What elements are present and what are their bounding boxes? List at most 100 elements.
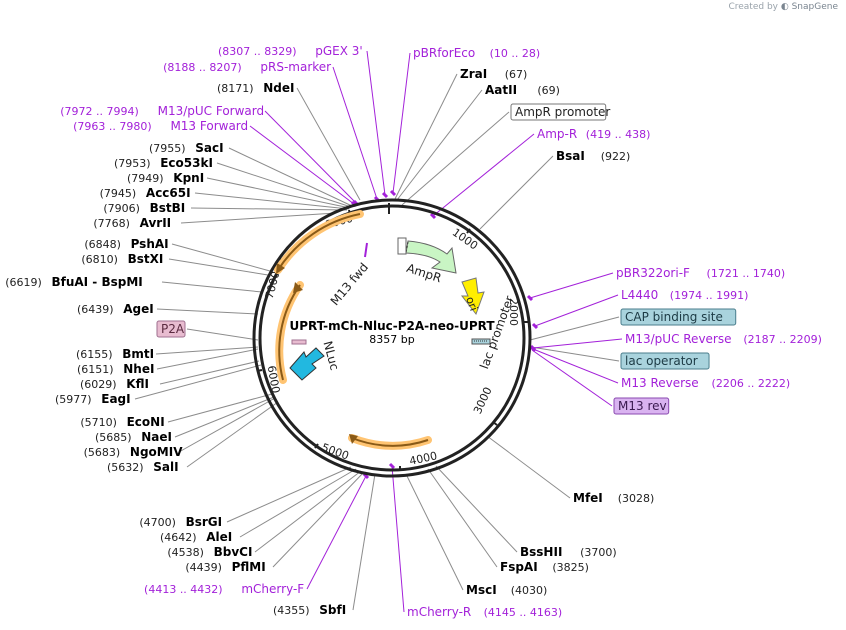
- label-name: BmtI: [122, 347, 154, 361]
- label-mcherry-r[interactable]: (4145 .. 4163)mCherry-R: [407, 605, 562, 619]
- label-position: (3700): [580, 546, 617, 559]
- leader-line: [366, 50, 386, 196]
- label-name: Eco53kI: [160, 156, 213, 170]
- label-avrii[interactable]: (7768) AvrII: [93, 216, 171, 230]
- label-prs[interactable]: (8188 .. 8207)pRS-marker: [163, 60, 331, 74]
- label-aatii[interactable]: (69)AatII: [485, 83, 560, 97]
- label-econi[interactable]: (5710)EcoNI: [80, 415, 164, 429]
- label-eagi[interactable]: (5977)EagI: [55, 392, 131, 406]
- plasmid-size: 8357 bp: [369, 333, 414, 346]
- label-name: pBR322ori-F: [616, 266, 690, 280]
- label-pgex3[interactable]: (8307 .. 8329)pGEX 3': [218, 44, 363, 58]
- leader-line: [532, 348, 619, 384]
- label-cap[interactable]: CAP binding site: [620, 308, 737, 326]
- label-ndei[interactable]: (8171)NdeI: [217, 81, 295, 95]
- label-sali[interactable]: (5632)SalI: [107, 460, 179, 474]
- label-bbvci[interactable]: (4538)BbvCI: [167, 545, 252, 559]
- leader-line: [479, 155, 554, 230]
- label-name: BsrGI: [186, 515, 223, 529]
- leader-line: [486, 435, 571, 499]
- leader-line: [264, 110, 357, 204]
- label-mfei[interactable]: (3028)MfeI: [573, 491, 654, 505]
- label-ngomiv[interactable]: (5683)NgoMIV: [84, 445, 184, 459]
- label-kfli[interactable]: (6029)KflI: [80, 377, 149, 391]
- label-name: FspAI: [500, 560, 538, 574]
- label-position: (6810): [81, 253, 118, 266]
- leader-line: [427, 468, 498, 568]
- label-pbrforeco[interactable]: (10 .. 28)pBRforEco: [413, 46, 540, 60]
- label-name: pGEX 3': [315, 44, 362, 58]
- primer-site-mark: [429, 212, 437, 220]
- leader-line: [352, 473, 376, 611]
- label-nhei[interactable]: (6151)NheI: [77, 362, 154, 376]
- label-p2a[interactable]: P2A: [156, 320, 186, 338]
- label-pflmi[interactable]: (4439)PflMI: [185, 560, 265, 574]
- label-position: (7953): [114, 157, 151, 170]
- label-fspai[interactable]: (3825)FspAI: [500, 560, 589, 574]
- label-alei[interactable]: (4642)AleI: [160, 530, 232, 544]
- label-bfuai[interactable]: (6619)BfuAI - BspMI: [5, 275, 143, 289]
- label-lacop[interactable]: lac operator: [620, 352, 710, 370]
- label-position: (69): [537, 84, 560, 97]
- label-name: PshAI: [131, 237, 169, 251]
- label-position: (7972 .. 7994): [60, 105, 139, 118]
- label-ampr-prom[interactable]: AmpR promoter: [510, 103, 610, 121]
- ori-arrow[interactable]: [460, 277, 485, 316]
- label-bsai[interactable]: (922)BsaI: [556, 149, 630, 163]
- leader-line: [396, 89, 483, 201]
- label-name: MscI: [466, 583, 497, 597]
- leader-line: [155, 346, 259, 355]
- label-name: BfuAI - BspMI: [51, 275, 142, 289]
- leader-line: [306, 475, 367, 590]
- nluc-arrow[interactable]: [289, 347, 325, 381]
- leader-line: [186, 328, 259, 341]
- label-bmti[interactable]: (6155)BmtI: [76, 347, 154, 361]
- label-m13r[interactable]: (2206 .. 2222)M13 Reverse: [621, 376, 790, 390]
- ampr-promoter-box[interactable]: [397, 237, 407, 255]
- leader-line: [180, 212, 337, 224]
- label-bsrgi[interactable]: (4700)BsrGI: [139, 515, 222, 529]
- label-box: [620, 352, 710, 370]
- label-name: SbfI: [319, 603, 346, 617]
- label-mcherry-f[interactable]: (4413 .. 4432)mCherry-F: [144, 582, 304, 596]
- ampr-arrow[interactable]: [405, 240, 457, 274]
- label-name: P2A: [161, 322, 185, 336]
- label-m13rev[interactable]: M13 rev: [613, 397, 670, 415]
- label-agei[interactable]: (6439)AgeI: [77, 302, 154, 316]
- label-m13puc-f[interactable]: (7972 .. 7994)M13/pUC Forward: [60, 104, 264, 118]
- label-name: BbvCI: [214, 545, 253, 559]
- label-sbfi[interactable]: (4355)SbfI: [273, 603, 346, 617]
- leader-line: [156, 308, 259, 315]
- tick-mark: [314, 443, 319, 449]
- label-name: KflI: [126, 377, 149, 391]
- label-naei[interactable]: (5685)NaeI: [95, 430, 172, 444]
- leader-lines: [134, 50, 623, 613]
- label-bstxi[interactable]: (6810)BstXI: [81, 252, 163, 266]
- label-pbr322ori[interactable]: (1721 .. 1740)pBR322ori-F: [616, 266, 785, 280]
- p2a-marker[interactable]: [291, 339, 307, 345]
- label-eco53ki[interactable]: (7953) Eco53kI: [114, 156, 213, 170]
- label-msci[interactable]: (4030)MscI: [466, 583, 547, 597]
- leader-line: [394, 73, 458, 200]
- label-name: AvrII: [140, 216, 172, 230]
- label-bstbi[interactable]: (7906)BstBI: [103, 201, 185, 215]
- label-name: Acc65I: [146, 186, 191, 200]
- label-position: (7949): [127, 172, 164, 185]
- label-m13puc-r[interactable]: (2187 .. 2209)M13/pUC Reverse: [625, 332, 822, 346]
- label-l4440[interactable]: (1974 .. 1991)L4440: [621, 288, 748, 302]
- label-m13f[interactable]: (7963 .. 7980)M13 Forward: [73, 119, 248, 133]
- label-name: EcoNI: [127, 415, 165, 429]
- label-kpni[interactable]: (7949)KpnI: [127, 171, 204, 185]
- label-bsshii[interactable]: (3700)BssHII: [520, 545, 617, 559]
- label-pshai[interactable]: (6848)PshAI: [84, 237, 168, 251]
- label-acc65i[interactable]: (7945) Acc65I: [100, 186, 191, 200]
- label-saci[interactable]: (7955)SacI: [149, 141, 224, 155]
- label-name: BstBI: [150, 201, 186, 215]
- label-position: (7945): [100, 187, 137, 200]
- label-position: (7768): [93, 217, 130, 230]
- leader-line: [391, 465, 405, 613]
- label-amp-r[interactable]: (419 .. 438)Amp-R: [537, 127, 650, 141]
- credit-brand: SnapGene: [791, 2, 838, 12]
- label-zrai[interactable]: (67)ZraI: [460, 67, 527, 81]
- label-box: [510, 103, 607, 121]
